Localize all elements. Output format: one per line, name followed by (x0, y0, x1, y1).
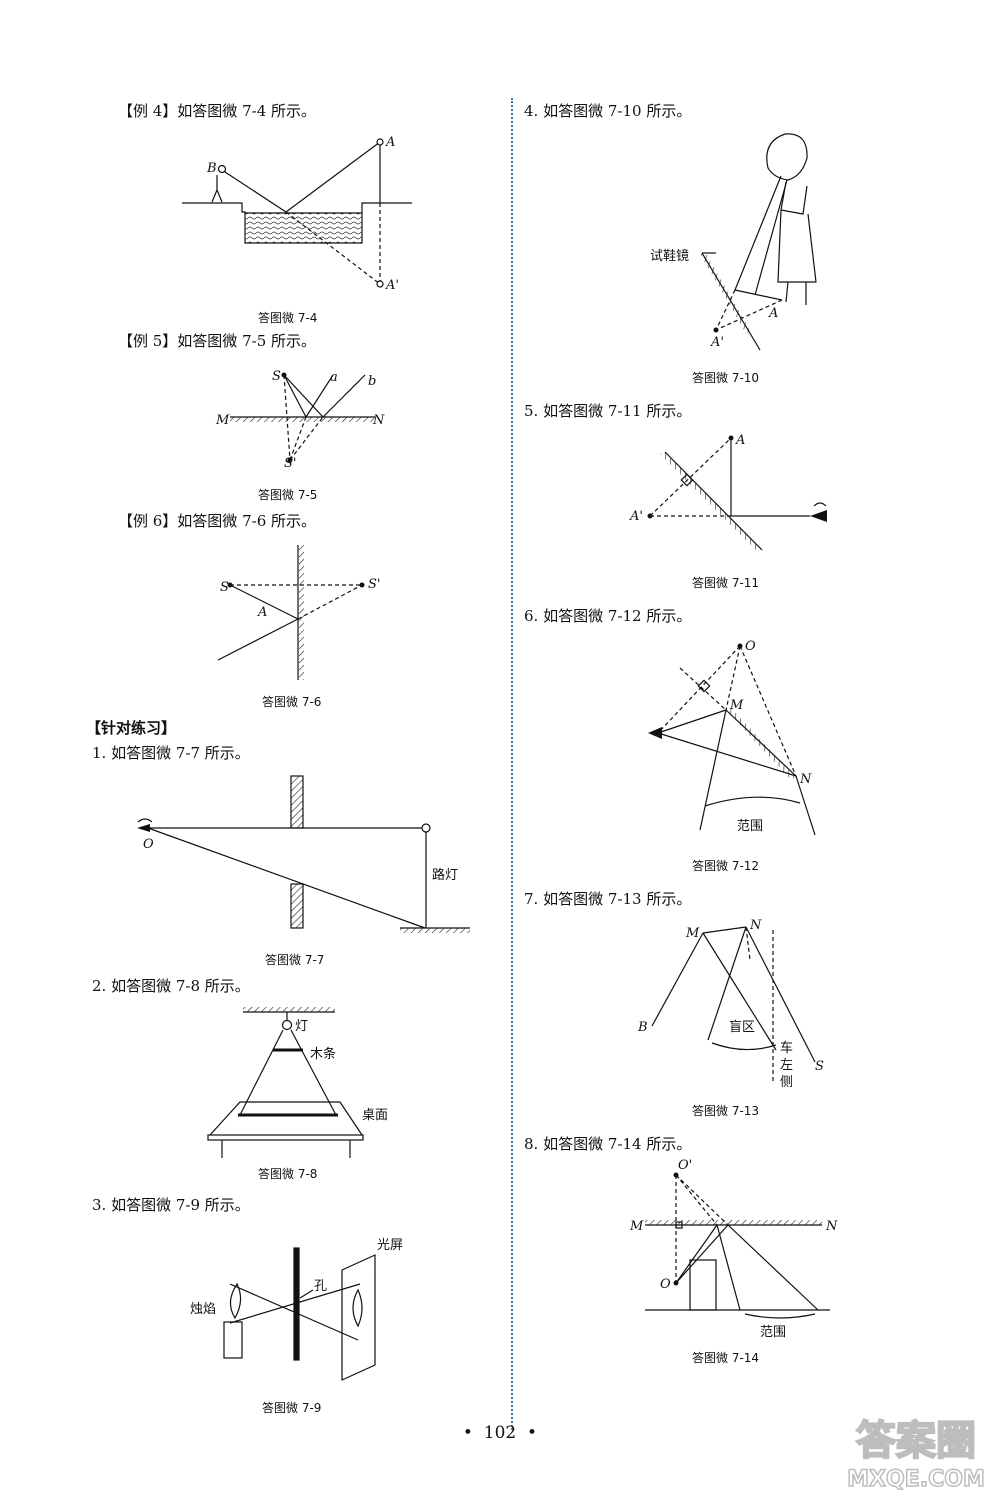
label-N: N (799, 772, 812, 787)
question-3: 3. 如答图微 7-9 所示。 (92, 1196, 250, 1214)
label-M: M (629, 1219, 644, 1234)
label-car-left-3: 侧 (780, 1075, 793, 1090)
svg-text:答案圈: 答案圈 (856, 1418, 976, 1464)
question-6: 6. 如答图微 7-12 所示。 (524, 607, 692, 625)
label-flame: 烛焰 (190, 1302, 216, 1317)
figure-caption-7-6: 答图微 7-6 (262, 695, 322, 709)
label-A: A (735, 433, 745, 448)
page-number: • 102 • (462, 1423, 538, 1443)
label-O: O (745, 639, 756, 654)
figure-caption-7-8: 答图微 7-8 (258, 1167, 318, 1181)
label-hole: 孔 (314, 1279, 327, 1294)
label-S: S (272, 369, 281, 384)
label-B: B (637, 1020, 648, 1035)
example-4-heading: 【例 4】如答图微 7-4 所示。 (118, 102, 317, 120)
question-7: 7. 如答图微 7-13 所示。 (524, 890, 692, 908)
label-A: A (385, 135, 395, 150)
example-6-heading: 【例 6】如答图微 7-6 所示。 (118, 512, 317, 530)
label-N: N (825, 1219, 838, 1234)
label-range: 范围 (760, 1325, 786, 1340)
label-A: A (768, 306, 778, 321)
label-street-lamp: 路灯 (432, 867, 458, 883)
label-O: O (143, 837, 154, 852)
figure-caption-7-11: 答图微 7-11 (692, 576, 760, 590)
label-screen: 光屏 (377, 1238, 403, 1253)
example-5-heading: 【例 5】如答图微 7-5 所示。 (118, 332, 317, 350)
label-B: B (206, 161, 217, 176)
label-blind-zone: 盲区 (729, 1019, 755, 1035)
label-range: 范围 (737, 819, 763, 834)
label-M: M (215, 413, 230, 428)
label-desk: 桌面 (362, 1108, 388, 1123)
label-car-left-2: 左 (780, 1058, 793, 1073)
label-S-prime: S' (368, 577, 380, 592)
figure-caption-7-14: 答图微 7-14 (692, 1351, 760, 1365)
figure-caption-7-12: 答图微 7-12 (692, 859, 760, 873)
question-2: 2. 如答图微 7-8 所示。 (92, 977, 250, 995)
question-8: 8. 如答图微 7-14 所示。 (524, 1135, 692, 1153)
figure-caption-7-9: 答图微 7-9 (262, 1401, 322, 1415)
question-5: 5. 如答图微 7-11 所示。 (524, 402, 692, 420)
figure-caption-7-10: 答图微 7-10 (692, 371, 760, 385)
label-O-prime: O' (678, 1158, 692, 1173)
label-A-prime: A' (385, 278, 399, 293)
label-car-left-1: 车 (780, 1040, 793, 1056)
svg-text:MXQE.COM: MXQE.COM (847, 1467, 985, 1492)
label-A-prime: A' (629, 509, 643, 524)
figure-caption-7-7: 答图微 7-7 (265, 953, 325, 967)
label-M: M (729, 698, 744, 713)
label-S: S (220, 580, 229, 595)
label-N: N (749, 918, 762, 933)
label-lamp: 灯 (295, 1019, 308, 1034)
label-mirror: 试鞋镜 (650, 248, 689, 264)
label-S: S (815, 1059, 824, 1074)
practice-section-heading: 【针对练习】 (86, 719, 177, 737)
question-1: 1. 如答图微 7-7 所示。 (92, 744, 250, 762)
label-O: O (660, 1277, 671, 1292)
label-A-prime: A' (710, 335, 724, 350)
label-a: a (330, 370, 338, 385)
watermark-logo: 答案圈 MXQE.COM (846, 1417, 985, 1493)
label-M: M (685, 926, 700, 941)
question-4: 4. 如答图微 7-10 所示。 (524, 102, 692, 120)
column-divider (511, 98, 513, 1430)
figure-caption-7-4: 答图微 7-4 (258, 311, 318, 325)
label-N: N (372, 413, 385, 428)
label-A: A (257, 605, 267, 620)
figure-caption-7-5: 答图微 7-5 (258, 488, 318, 502)
label-S-prime: S' (284, 456, 296, 471)
label-b: b (368, 374, 376, 389)
figure-caption-7-13: 答图微 7-13 (692, 1104, 760, 1118)
label-wood: 木条 (310, 1046, 336, 1062)
